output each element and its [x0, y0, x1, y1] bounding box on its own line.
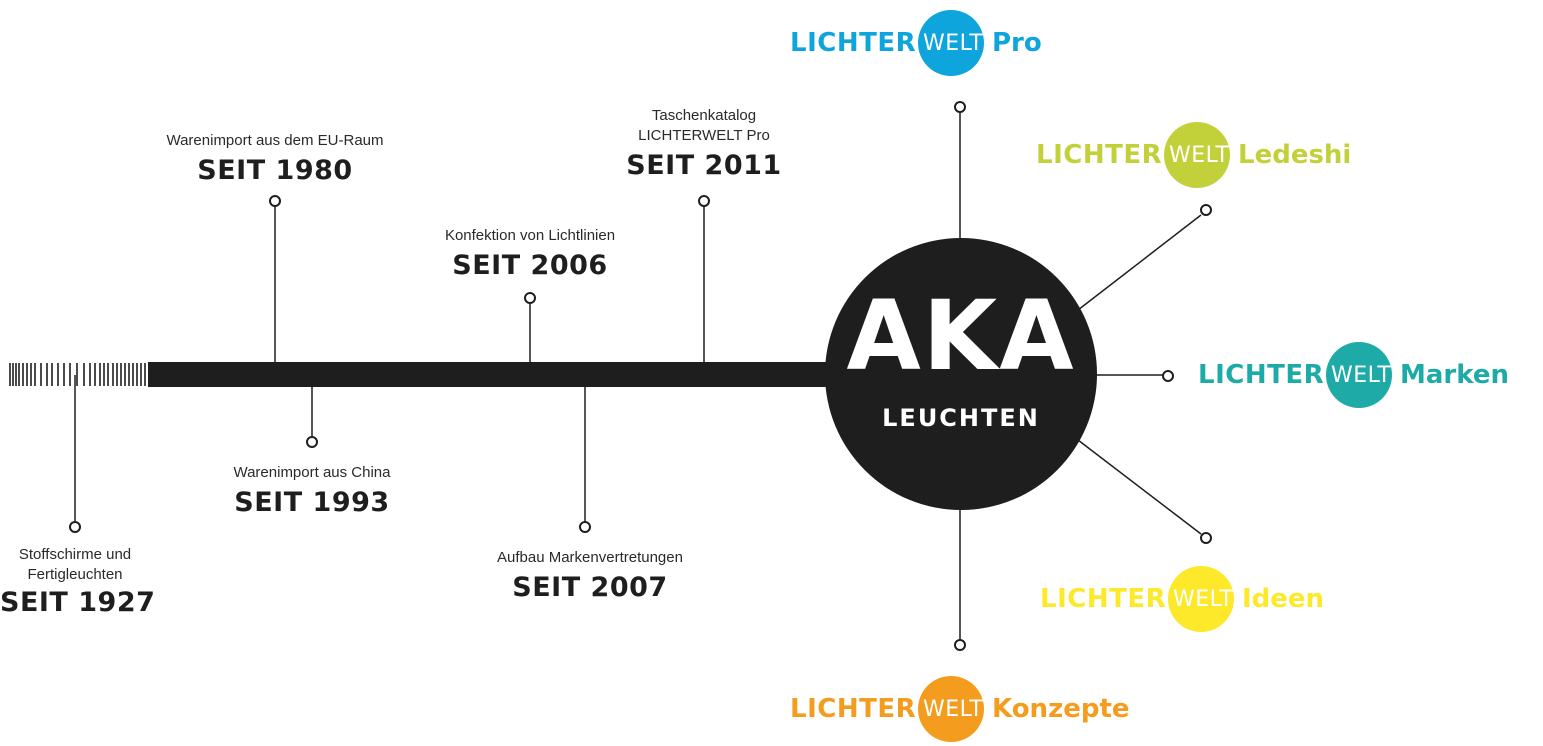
brand-ledeshi-connector [1077, 214, 1202, 311]
milestone-2011-year: SEIT 2011 [626, 150, 782, 181]
brand-ledeshi-word2: WELT [1169, 143, 1230, 168]
milestone-1927-year: SEIT 1927 [0, 587, 156, 618]
milestone-1993-year: SEIT 1993 [234, 487, 390, 518]
brand-ledeshi-circle [1164, 122, 1230, 188]
brand-pro-suffix: Pro [992, 28, 1042, 58]
brand-ideen-suffix: Ideen [1242, 584, 1325, 614]
brand-konzepte-circle [918, 676, 984, 742]
timeline-hatching [9, 363, 146, 386]
brand-pro-word2: WELT [923, 31, 984, 56]
brand-marken-dot [1162, 370, 1174, 382]
brand-ideen-connector [1077, 439, 1202, 535]
milestone-2006: Konfektion von Lichtlinien SEIT 2006 [380, 226, 680, 281]
milestone-1993: Warenimport aus China SEIT 1993 [162, 463, 462, 518]
milestone-2011: Taschenkatalog LICHTERWELT Pro SEIT 2011 [604, 106, 804, 181]
brand-konzepte-suffix: Konzepte [992, 694, 1130, 724]
brand-pro-circle [918, 10, 984, 76]
milestone-1980-year: SEIT 1980 [197, 155, 353, 186]
milestone-2007-year: SEIT 2007 [512, 572, 668, 603]
milestone-2011-desc-line1: Taschenkatalog [651, 107, 757, 124]
brand-konzepte-word2: WELT [923, 697, 984, 722]
brand-ideen-dot [1200, 532, 1212, 544]
brand-ideen-word1: LICHTER [1040, 584, 1167, 614]
hub-subtitle: LEUCHTEN [882, 404, 1040, 432]
milestone-2011-dot [698, 195, 710, 207]
brand-ledeshi-suffix: Ledeshi [1238, 140, 1352, 170]
brand-konzepte-word1: LICHTER [790, 694, 917, 724]
milestone-1993-desc: Warenimport aus China [233, 464, 391, 481]
milestone-1980: Warenimport aus dem EU-Raum SEIT 1980 [125, 131, 425, 186]
brand-ledeshi-dot [1200, 204, 1212, 216]
milestone-1993-dot [306, 436, 318, 448]
brand-ledeshi-word1: LICHTER [1036, 140, 1163, 170]
milestone-1927-desc-line2: Fertigleuchten [27, 566, 123, 583]
milestone-1927: Stoffschirme und Fertigleuchten SEIT 192… [0, 545, 156, 618]
milestone-1927-dot [69, 521, 81, 533]
milestone-2011-desc-line2: LICHTERWELT Pro [638, 127, 770, 144]
brand-pro-dot [954, 101, 966, 113]
hub-title: AKA [846, 280, 1076, 392]
milestone-1980-desc: Warenimport aus dem EU-Raum [166, 132, 384, 149]
aka-leuchten-hub: AKA LEUCHTEN [825, 238, 1097, 510]
milestone-2007-dot [579, 521, 591, 533]
milestone-2006-desc: Konfektion von Lichtlinien [444, 227, 616, 244]
milestone-1927-desc-line1: Stoffschirme und [18, 546, 132, 563]
timeline-bar [148, 362, 838, 387]
brand-marken-suffix: Marken [1400, 360, 1509, 390]
milestone-1980-dot [269, 195, 281, 207]
brand-konzepte-dot [954, 639, 966, 651]
milestone-2006-dot [524, 292, 536, 304]
brand-pro-word1: LICHTER [790, 28, 917, 58]
milestone-2007: Aufbau Markenvertretungen SEIT 2007 [440, 548, 740, 603]
milestone-2006-year: SEIT 2006 [452, 250, 608, 281]
brand-ideen-word2: WELT [1173, 587, 1234, 612]
brand-marken-word1: LICHTER [1198, 360, 1325, 390]
brand-ideen-circle [1168, 566, 1234, 632]
brand-marken-word2: WELT [1331, 363, 1392, 388]
brand-marken-circle [1326, 342, 1392, 408]
milestone-2007-desc: Aufbau Markenvertretungen [497, 549, 683, 566]
